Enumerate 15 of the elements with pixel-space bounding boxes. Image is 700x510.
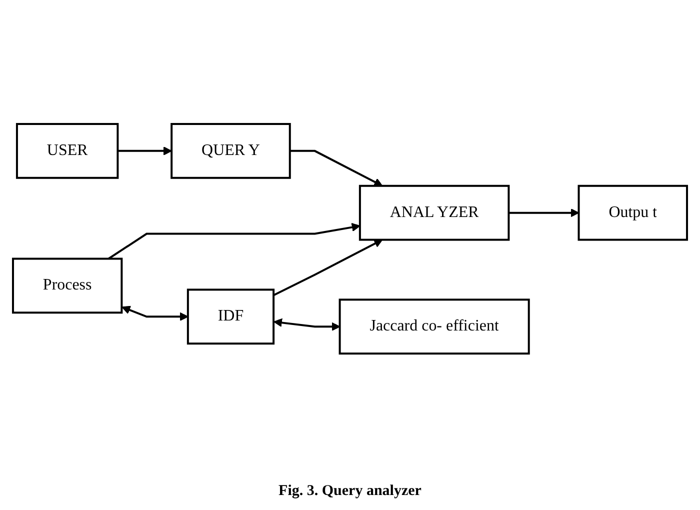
arrow xyxy=(118,146,172,156)
arrow xyxy=(273,239,383,296)
node-box: Jaccard co- efficient xyxy=(338,298,530,354)
arrow xyxy=(274,318,340,331)
arrow xyxy=(290,150,383,186)
arrow xyxy=(122,306,188,321)
node-box: IDF xyxy=(186,288,275,344)
arrow xyxy=(508,208,580,217)
node-box: QUER Y xyxy=(170,122,291,179)
arrow xyxy=(108,222,360,260)
figure-caption: Fig. 3. Query analyzer xyxy=(278,483,422,500)
node-box: USER xyxy=(16,122,119,179)
node-box: Outpu t xyxy=(578,184,688,240)
node-box: ANAL YZER xyxy=(358,184,510,240)
node-box: Process xyxy=(12,257,123,314)
